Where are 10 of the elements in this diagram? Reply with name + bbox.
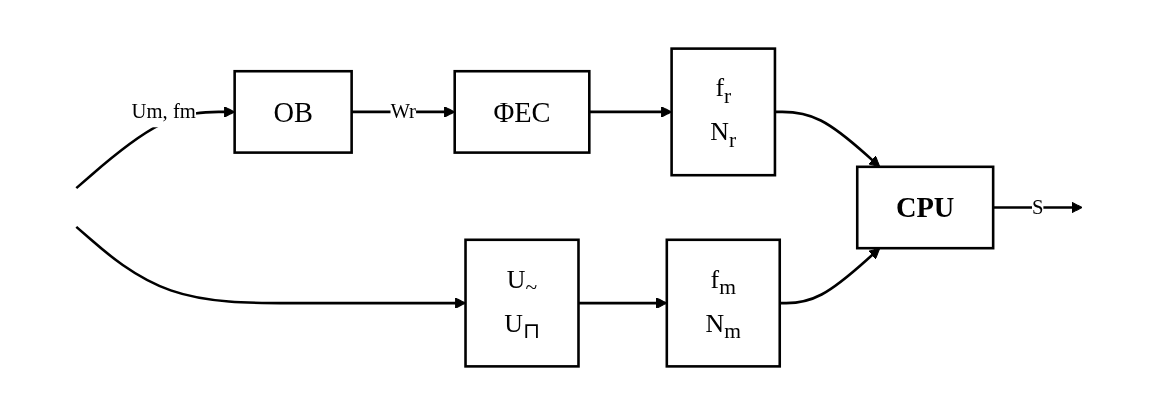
node-box: f$_{m}$ N$_{m}$ <box>665 238 782 368</box>
node-box: U$_{~}$ U$_{⊓}$ <box>464 238 580 368</box>
node-box: CPU <box>855 165 995 250</box>
arrow <box>993 201 1083 214</box>
node-box: ΦEC <box>453 69 591 154</box>
node-box: OB <box>233 69 353 154</box>
node-box: f$_{r}$ N$_{r}$ <box>670 47 777 177</box>
edge-label: Wr <box>390 100 416 123</box>
edge-label: S <box>1031 195 1044 218</box>
edge-label: Um, fm <box>131 100 196 123</box>
